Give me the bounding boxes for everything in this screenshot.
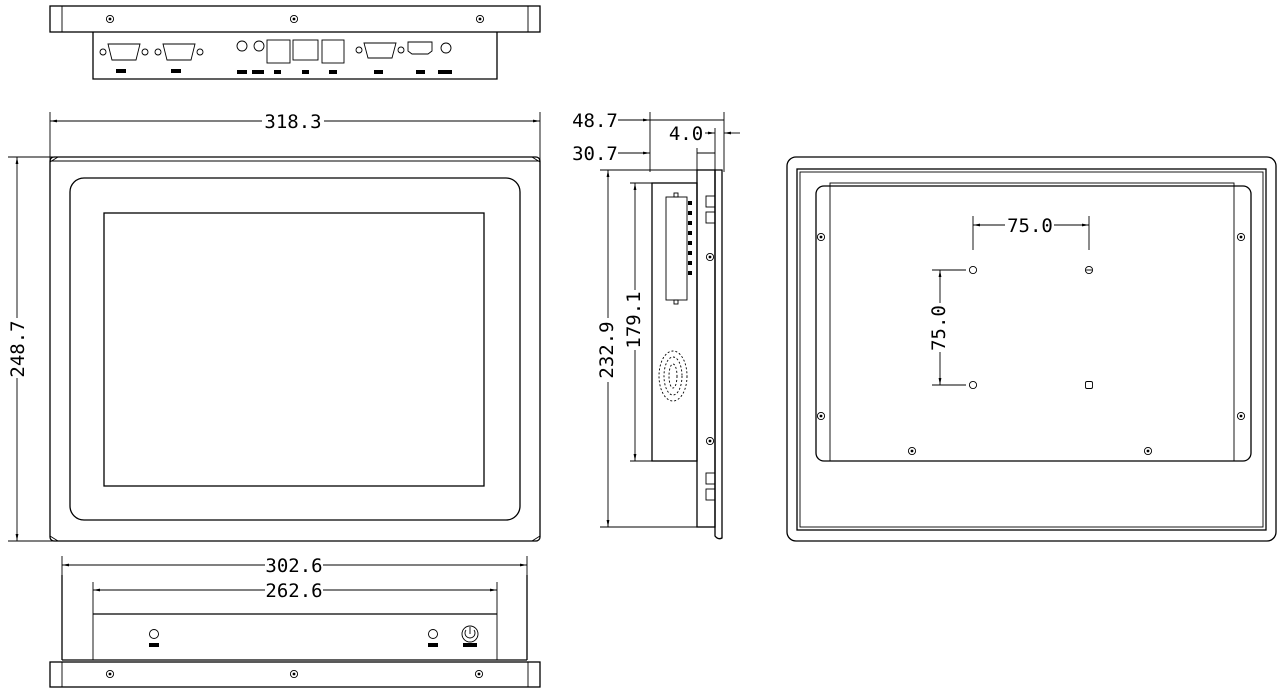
side-bezel xyxy=(714,169,723,540)
top-view xyxy=(49,5,541,80)
side-inner-height-dimension: 179.1 xyxy=(623,291,645,348)
vesa-hole-icon xyxy=(968,265,978,275)
led-indicator-icon xyxy=(428,629,438,647)
bracket-slot-icon xyxy=(705,488,716,501)
side-io-connectors xyxy=(665,196,688,301)
front-height-dimension: 248.7 xyxy=(7,320,29,377)
com-port-2-icon xyxy=(154,43,204,73)
vesa-hole-icon xyxy=(968,380,978,390)
power-button-icon xyxy=(461,625,479,647)
side-view: 48.7 4.0 30.7 232.9 179.1 xyxy=(572,110,740,540)
front-width-dimension: 318.3 xyxy=(264,111,321,133)
top-io-panel xyxy=(92,32,498,80)
hdmi-port-icon xyxy=(407,41,433,74)
screw-icon xyxy=(105,14,115,24)
power-jack-icon xyxy=(438,42,452,74)
screw-icon xyxy=(816,411,826,421)
front-bezel-outline xyxy=(49,156,541,542)
rear-view: 75.0 75.0 xyxy=(786,156,1277,542)
front-view: 318.3 248.7 xyxy=(7,111,541,542)
vesa-hole-icon xyxy=(1085,381,1093,389)
screw-icon xyxy=(705,252,715,262)
side-depth-total-dimension: 48.7 xyxy=(572,110,618,132)
front-bezel-inner xyxy=(69,177,521,521)
screw-icon xyxy=(289,14,299,24)
vesa-hole-icon xyxy=(1084,265,1094,275)
speaker-grille-icon xyxy=(658,350,688,402)
bottom-bezel xyxy=(49,661,541,688)
display-area xyxy=(103,212,485,487)
screw-icon xyxy=(475,14,485,24)
screw-icon xyxy=(474,669,484,679)
screw-icon xyxy=(1236,411,1246,421)
vesa-vertical-dimension: 75.0 xyxy=(928,305,950,351)
screw-icon xyxy=(816,232,826,242)
screw-icon xyxy=(705,436,715,446)
side-io-pins xyxy=(688,201,692,275)
audio-jack-icon xyxy=(236,40,265,74)
bottom-inner-width-dimension: 262.6 xyxy=(265,580,322,602)
bracket-slot-icon xyxy=(705,211,716,224)
bracket-slot-icon xyxy=(705,195,716,208)
usb-port-icon xyxy=(321,39,345,74)
side-depth-body-dimension: 30.7 xyxy=(572,143,618,165)
screw-icon xyxy=(907,446,917,456)
led-indicator-icon xyxy=(149,629,159,647)
side-bezel-dimension: 4.0 xyxy=(669,123,703,145)
com-port-1-icon xyxy=(99,43,149,73)
bracket-slot-icon xyxy=(705,472,716,485)
top-bezel xyxy=(49,5,541,33)
lan-port-icon xyxy=(266,39,291,74)
screw-icon xyxy=(289,669,299,679)
rear-outline xyxy=(786,156,1277,542)
vga-port-icon xyxy=(355,42,405,74)
screw-icon xyxy=(105,669,115,679)
rear-frame xyxy=(796,168,1267,531)
screw-icon xyxy=(1143,446,1153,456)
lan-port-icon xyxy=(292,39,319,74)
side-height-dimension: 232.9 xyxy=(596,321,618,378)
bottom-view: 302.6 262.6 xyxy=(49,555,541,688)
vesa-horizontal-dimension: 75.0 xyxy=(1007,215,1053,237)
screw-icon xyxy=(1236,232,1246,242)
bottom-outer-width-dimension: 302.6 xyxy=(265,555,322,577)
